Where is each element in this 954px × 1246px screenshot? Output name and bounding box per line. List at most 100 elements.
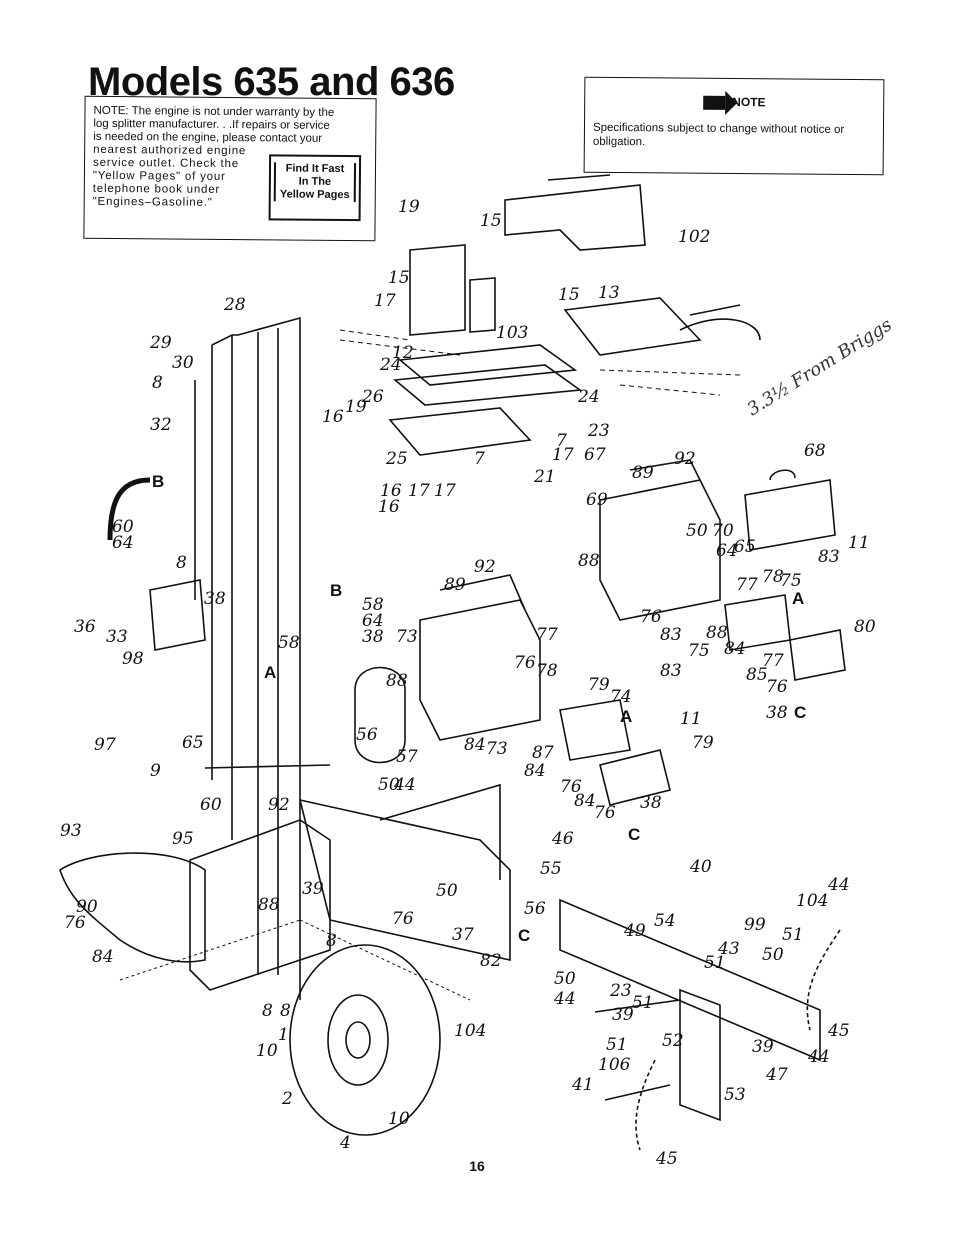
part-label: 99	[744, 915, 766, 935]
part-label: 50	[436, 881, 458, 901]
part-label: 25	[385, 449, 408, 469]
part-label: 33	[106, 627, 128, 647]
part-label: 75	[688, 641, 710, 661]
part-label: 103	[496, 323, 528, 343]
part-label: 76	[560, 777, 582, 797]
part-label: 24	[379, 355, 402, 375]
part-label: 17	[374, 291, 396, 311]
part-label: 49	[623, 921, 646, 941]
part-label: 56	[524, 899, 546, 919]
part-label: 10	[256, 1041, 278, 1061]
part-label: 23	[587, 421, 610, 441]
part-label: 41	[571, 1075, 594, 1095]
part-label: 38	[362, 627, 384, 647]
part-label: 46	[551, 829, 574, 849]
part-label: 70	[712, 521, 734, 541]
part-label: 39	[752, 1037, 774, 1057]
callout-letter: B	[152, 472, 164, 491]
part-label: 65	[734, 537, 756, 557]
part-label: 32	[150, 415, 172, 435]
part-label: 55	[540, 859, 562, 879]
part-label: 80	[854, 617, 876, 637]
part-label: 56	[356, 725, 378, 745]
part-label: 44	[393, 775, 416, 795]
callout-letter: C	[794, 703, 806, 722]
part-label: 75	[780, 571, 802, 591]
part-label: 73	[396, 627, 418, 647]
part-label: 95	[172, 829, 194, 849]
page-number: 16	[469, 1158, 485, 1174]
part-label: 11	[680, 709, 702, 729]
part-label: 54	[654, 911, 676, 931]
part-label: 50	[554, 969, 576, 989]
part-label: 44	[827, 875, 850, 895]
part-label: 50	[378, 775, 400, 795]
part-label: 78	[536, 661, 558, 681]
part-label: 19	[345, 397, 367, 417]
part-label: 38	[204, 589, 226, 609]
part-label: 15	[480, 211, 502, 231]
part-label: 16	[378, 497, 400, 517]
part-label: 92	[674, 449, 696, 469]
callout-letter: A	[792, 589, 804, 608]
part-label: 90	[76, 897, 98, 917]
part-label: 44	[807, 1047, 830, 1067]
part-number-labels: 19 15 102 15 15 13 17 28 103 29 12 30 24…	[60, 197, 876, 1169]
part-label: 15	[388, 268, 410, 288]
part-label: 16	[322, 407, 344, 427]
part-label: 84	[574, 791, 596, 811]
part-label: 82	[480, 951, 502, 971]
part-label: 8	[262, 1001, 273, 1021]
part-label: 64	[362, 611, 384, 631]
part-label: 104	[796, 891, 828, 911]
part-label: 76	[766, 677, 788, 697]
part-label: 39	[612, 1005, 634, 1025]
part-label: 77	[536, 625, 558, 645]
part-label: 1	[278, 1025, 289, 1045]
part-label: 45	[827, 1021, 850, 1041]
part-label: 74	[610, 687, 632, 707]
hitch-drawing	[559, 898, 821, 1122]
fuel-tank-drawing	[744, 469, 836, 551]
part-label: 58	[362, 595, 384, 615]
part-label: 4	[339, 1133, 351, 1153]
bracket-drawing	[504, 174, 646, 251]
part-label: 98	[122, 649, 144, 669]
part-label: 44	[553, 989, 576, 1009]
part-label: 51	[782, 925, 804, 945]
part-label: 50	[762, 945, 784, 965]
base-plate-drawing	[189, 819, 331, 991]
part-label: 97	[94, 735, 116, 755]
part-label: 73	[486, 739, 508, 759]
filter-drawing	[354, 666, 406, 764]
engine-drawing	[419, 574, 541, 741]
part-label: 10	[388, 1109, 410, 1129]
part-label: 93	[60, 821, 82, 841]
part-label: 8	[280, 1001, 291, 1021]
part-label: 76	[640, 607, 662, 627]
part-label: 40	[689, 857, 712, 877]
part-label: 76	[392, 909, 414, 929]
part-label: 78	[762, 567, 784, 587]
part-label: 23	[609, 981, 632, 1001]
part-label: 16	[380, 481, 402, 501]
part-label: 53	[724, 1085, 746, 1105]
part-label: 12	[392, 343, 414, 363]
part-label: 68	[804, 441, 826, 461]
part-label: 43	[717, 939, 740, 959]
pump-drawing	[559, 699, 671, 806]
part-label: 87	[532, 743, 554, 763]
callout-letter: C	[518, 926, 530, 945]
part-label: 8	[152, 373, 163, 393]
part-label: 47	[765, 1065, 788, 1085]
part-label: 83	[660, 661, 682, 681]
part-label: 11	[848, 533, 870, 553]
callout-letter: C	[628, 825, 640, 844]
part-label: 9	[150, 761, 161, 781]
part-label: 88	[258, 895, 280, 915]
part-label: 7	[556, 431, 567, 451]
fender-drawing	[59, 852, 206, 963]
part-label: 104	[454, 1021, 486, 1041]
part-label: 84	[724, 639, 746, 659]
part-label: 76	[594, 803, 616, 823]
